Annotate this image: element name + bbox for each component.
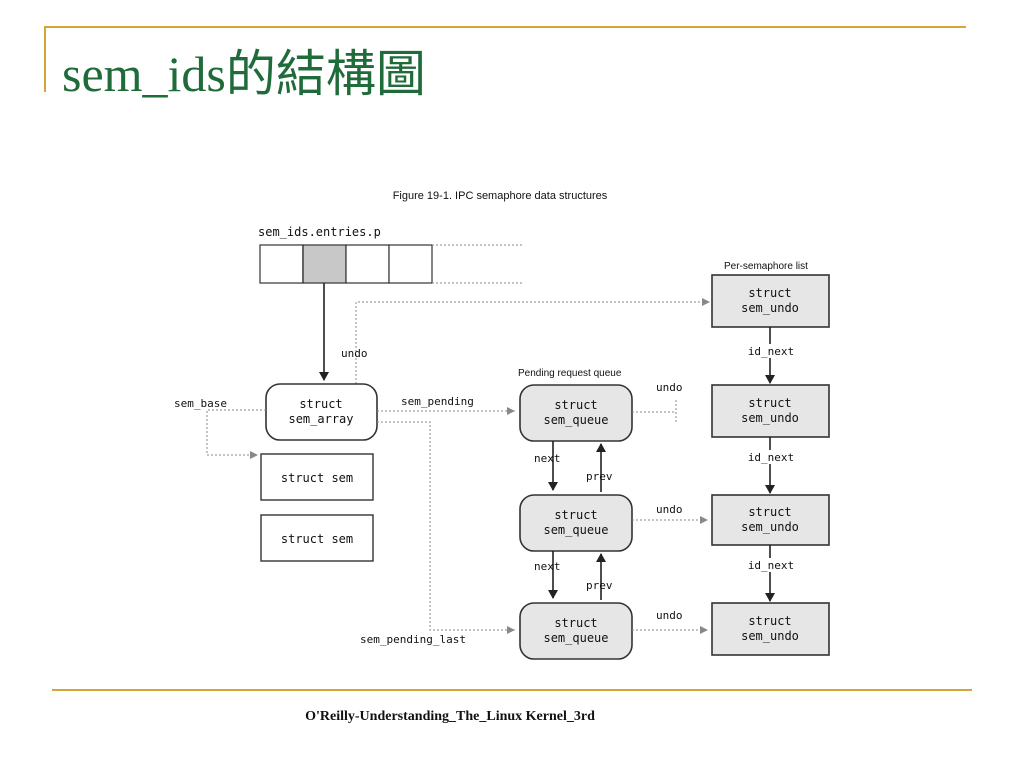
sem-undo-4-line2: sem_undo bbox=[741, 629, 799, 643]
per-semaphore-list-label: Per-semaphore list bbox=[724, 261, 808, 272]
sem-pending-label: sem_pending bbox=[401, 395, 474, 408]
sem-array-box bbox=[265, 383, 378, 441]
entries-label: sem_ids.entries.p bbox=[258, 225, 381, 239]
undo-label-queue-2: undo bbox=[656, 503, 683, 516]
entries-cell-selected bbox=[302, 244, 347, 284]
struct-sem-box-2 bbox=[260, 514, 374, 562]
sem-queue-box-3 bbox=[519, 602, 633, 660]
struct-sem-box-1 bbox=[260, 453, 374, 501]
entries-cell bbox=[345, 244, 390, 284]
sem-undo-box-2 bbox=[711, 384, 830, 438]
entries-array bbox=[259, 244, 433, 284]
id-next-label-bg-2 bbox=[744, 450, 798, 464]
entries-cell bbox=[388, 244, 433, 284]
next-label-2: next bbox=[534, 560, 561, 573]
id-next-label-bg-1 bbox=[744, 344, 798, 358]
sem-queue-1-line1: struct bbox=[554, 398, 597, 412]
pending-queue-label: Pending request queue bbox=[518, 368, 622, 379]
id-next-label-3: id_next bbox=[748, 559, 794, 572]
sem-array-line2: sem_array bbox=[288, 412, 353, 426]
sem-queue-3-line2: sem_queue bbox=[543, 631, 608, 645]
struct-sem-label-2: struct sem bbox=[281, 532, 353, 546]
undo-label-array: undo bbox=[341, 347, 368, 360]
sem-undo-box-3 bbox=[711, 494, 830, 546]
sem-queue-2-line1: struct bbox=[554, 508, 597, 522]
figure-caption: Figure 19-1. IPC semaphore data structur… bbox=[393, 190, 608, 202]
undo-label-queue-1: undo bbox=[656, 381, 683, 394]
sem-pending-last-path bbox=[377, 421, 515, 634]
sem-undo-3-line1: struct bbox=[748, 505, 791, 519]
sem-undo-2-line1: struct bbox=[748, 396, 791, 410]
entries-cell bbox=[259, 244, 304, 284]
sem-array-line1: struct bbox=[299, 397, 342, 411]
sem-queue-3-line1: struct bbox=[554, 616, 597, 630]
sem-queue-box-2 bbox=[519, 494, 633, 552]
prev-label-2: prev bbox=[586, 579, 613, 592]
sem-undo-1-line1: struct bbox=[748, 286, 791, 300]
sem-undo-box-1 bbox=[711, 274, 830, 328]
sem-undo-box-4 bbox=[711, 602, 830, 656]
sem-queue-2-line2: sem_queue bbox=[543, 523, 608, 537]
sem-undo-1-line2: sem_undo bbox=[741, 301, 799, 315]
sem-base-path bbox=[206, 409, 266, 459]
sem-base-label: sem_base bbox=[174, 397, 227, 410]
struct-sem-label-1: struct sem bbox=[281, 471, 353, 485]
sem-undo-2-line2: sem_undo bbox=[741, 411, 799, 425]
undo-label-queue-3: undo bbox=[656, 609, 683, 622]
sem-pending-last-label: sem_pending_last bbox=[360, 633, 466, 646]
top-rule bbox=[44, 26, 966, 28]
source-credit: O'Reilly-Understanding_The_Linux Kernel_… bbox=[305, 709, 595, 724]
sem-queue-box-1 bbox=[519, 384, 633, 442]
id-next-label-2: id_next bbox=[748, 451, 794, 464]
id-next-label-bg-3 bbox=[744, 558, 798, 572]
slide-title: sem_ids的結構圖 bbox=[62, 46, 426, 102]
prev-label-1: prev bbox=[586, 470, 613, 483]
bottom-rule bbox=[52, 689, 972, 691]
side-rule bbox=[44, 26, 46, 92]
undo-path-array bbox=[355, 298, 710, 384]
sem-queue-1-line2: sem_queue bbox=[543, 413, 608, 427]
sem-undo-3-line2: sem_undo bbox=[741, 520, 799, 534]
next-label-1: next bbox=[534, 452, 561, 465]
sem-undo-4-line1: struct bbox=[748, 614, 791, 628]
id-next-label-1: id_next bbox=[748, 345, 794, 358]
